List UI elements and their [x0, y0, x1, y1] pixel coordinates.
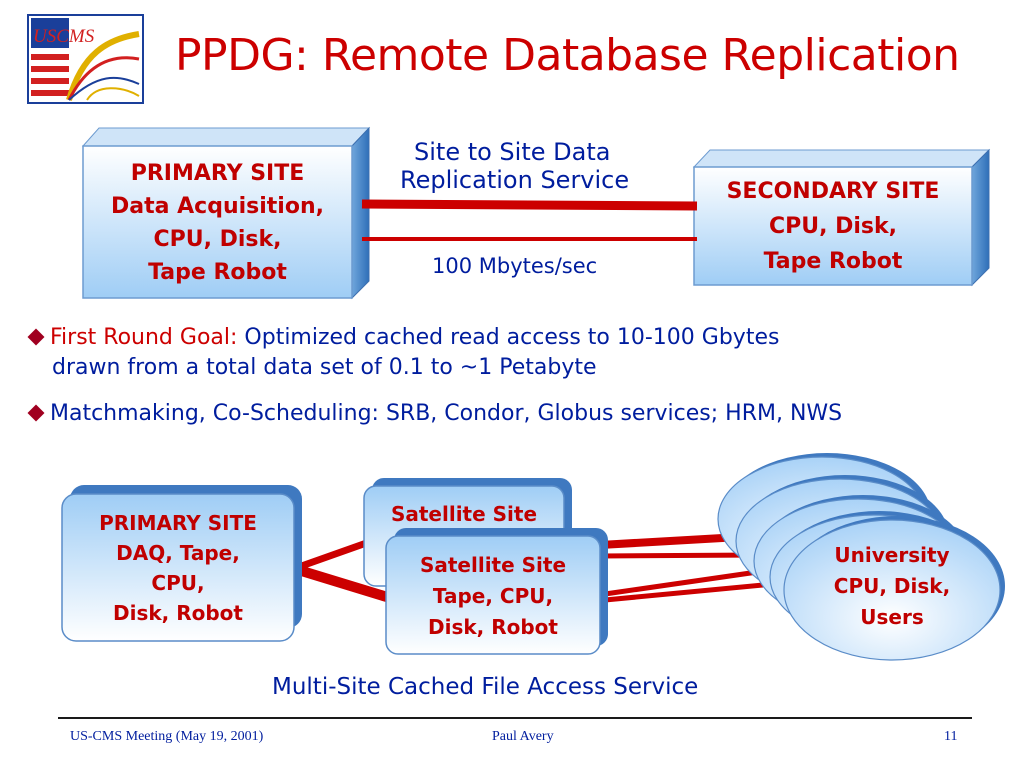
primary-site-line-3: CPU, Disk, — [153, 226, 282, 252]
primary-site-title: PRIMARY SITE — [130, 160, 305, 186]
primary-site-line-4: Tape Robot — [148, 259, 287, 285]
replication-link-thick — [361, 199, 698, 211]
rate-label: 100 Mbytes/sec — [432, 254, 598, 278]
secondary-site-line-3: Tape Robot — [763, 248, 903, 274]
satellite-front-line-3: Disk, Robot — [428, 614, 558, 639]
secondary-site-label: SECONDARY SITE CPU, Disk, Tape Robot — [694, 173, 972, 279]
primary-site-box-top — [81, 126, 371, 300]
primary-site-label-top: PRIMARY SITE Data Acquisition, CPU, Disk… — [83, 150, 352, 295]
university-line-2: CPU, Disk, — [833, 573, 951, 598]
secondary-site-line-2: CPU, Disk, — [768, 213, 898, 239]
service-label-line-1: Site to Site Data — [414, 138, 611, 166]
primary-site-box-bottom — [61, 485, 302, 642]
bullet-1-text: Optimized cached read access to 10-100 G… — [237, 325, 780, 350]
logo-text: USCMS — [33, 26, 95, 47]
bullet-1: First Round Goal: Optimized cached read … — [24, 325, 779, 350]
satellite-front-line-2: Tape, CPU, — [432, 583, 554, 608]
diamond-bullet-icon — [27, 404, 45, 421]
primary-site-bottom-line-3: CPU, — [151, 570, 205, 595]
bullet-2-text: Matchmaking, Co-Scheduling: SRB, Condor,… — [50, 401, 843, 426]
secondary-site-box — [692, 148, 991, 287]
uscms-logo-graphic: USCMS — [27, 14, 144, 104]
satellite-site-back-label: Satellite Site — [390, 502, 538, 526]
university-site-label: University CPU, Disk, Users — [800, 538, 984, 634]
primary-site-label-bottom: PRIMARY SITE DAQ, Tape, CPU, Disk, Robot — [62, 505, 294, 630]
satellite-site-box-front — [385, 528, 608, 655]
uscms-logo: USCMS — [27, 14, 144, 104]
satellite-site-front-label: Satellite Site Tape, CPU, Disk, Robot — [386, 549, 600, 643]
primary-site-bottom-line-2: DAQ, Tape, — [116, 540, 240, 565]
slide-number: 11 — [944, 729, 958, 744]
service-label-line-2: Replication Service — [400, 166, 630, 194]
diagram-caption: Multi-Site Cached File Access Service — [272, 674, 699, 700]
footer-divider — [58, 717, 972, 719]
primary-site-line-2: Data Acquisition, — [111, 193, 324, 219]
bullet-1-prefix: First Round Goal: — [50, 325, 238, 350]
satellite-front-title: Satellite Site — [419, 552, 567, 577]
primary-site-bottom-line-4: Disk, Robot — [113, 600, 243, 625]
footer-meeting: US-CMS Meeting (May 19, 2001) — [70, 729, 264, 744]
primary-site-bottom-title: PRIMARY SITE — [99, 510, 257, 535]
diamond-bullet-icon — [27, 328, 45, 345]
bullet-1-continuation: drawn from a total data set of 0.1 to ~1… — [52, 355, 597, 380]
footer-author: Paul Avery — [492, 729, 554, 744]
secondary-site-title: SECONDARY SITE — [726, 178, 940, 204]
slide-title: PPDG: Remote Database Replication — [175, 30, 960, 81]
bullet-2: Matchmaking, Co-Scheduling: SRB, Condor,… — [24, 401, 842, 426]
university-line-3: Users — [860, 604, 924, 629]
university-sites-stack — [717, 453, 1005, 661]
university-title: University — [834, 542, 950, 567]
